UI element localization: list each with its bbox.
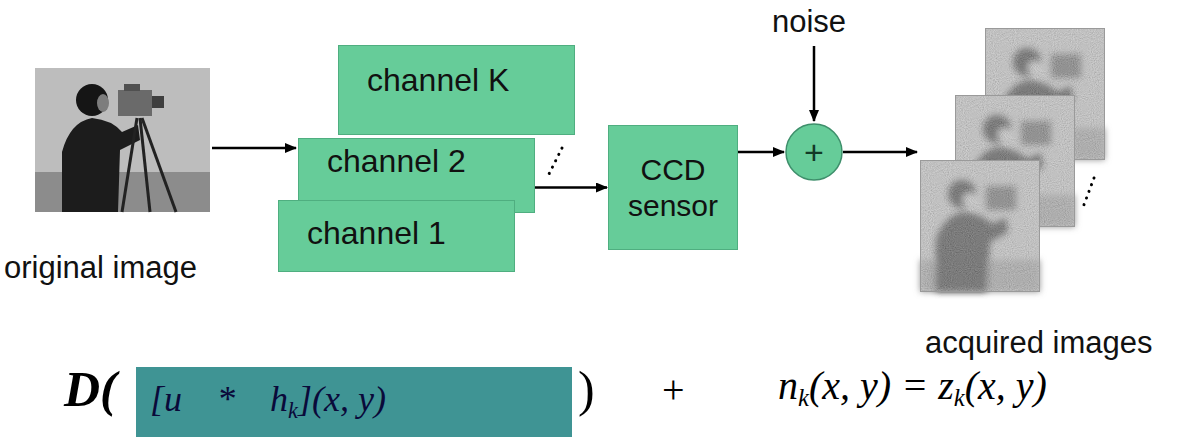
node-text: channel 1 (307, 215, 446, 251)
node-text: channel 2 (327, 143, 466, 179)
plus-symbol: + (662, 366, 685, 413)
original-photo (35, 68, 210, 212)
flow-arrow (535, 186, 607, 189)
signal-label: noise (772, 4, 846, 40)
node-text: + (804, 133, 824, 172)
node-text: ](x, y) (298, 379, 386, 419)
formula-box: [u * hk](x, y) (136, 367, 572, 437)
sum-circle: + (785, 123, 843, 181)
formula-row: nk(x, y) = zk(x, y) (778, 362, 1047, 412)
subscript-text: k (288, 398, 298, 423)
formula-term: (x, y) (965, 363, 1047, 408)
channel-box: channel K (338, 45, 575, 135)
caption-label: original image (4, 250, 197, 286)
channel-box: channel 1 (278, 200, 515, 272)
caption-label: acquired images (925, 325, 1152, 361)
acquired-image-stack (920, 28, 1105, 292)
node-text: [u * h (150, 379, 288, 419)
formula-term: (x, y) = z (809, 363, 954, 408)
node-text: CCD sensor (617, 152, 729, 224)
output-arrow (843, 151, 917, 154)
ellipsis-dots (1082, 178, 1094, 210)
flow-arrow (738, 151, 784, 154)
ellipsis-dots (547, 148, 562, 178)
operator-symbol: D( (64, 360, 117, 418)
noise-arrow (813, 46, 816, 121)
formula-subscript: k (954, 384, 965, 411)
formula-subscript: k (798, 384, 809, 411)
input-arrow (212, 147, 296, 150)
formula-term: n (778, 363, 798, 408)
node-text: channel K (367, 62, 509, 98)
sensor-box: CCD sensor (608, 125, 738, 250)
bracket-symbol: ) (578, 360, 595, 418)
